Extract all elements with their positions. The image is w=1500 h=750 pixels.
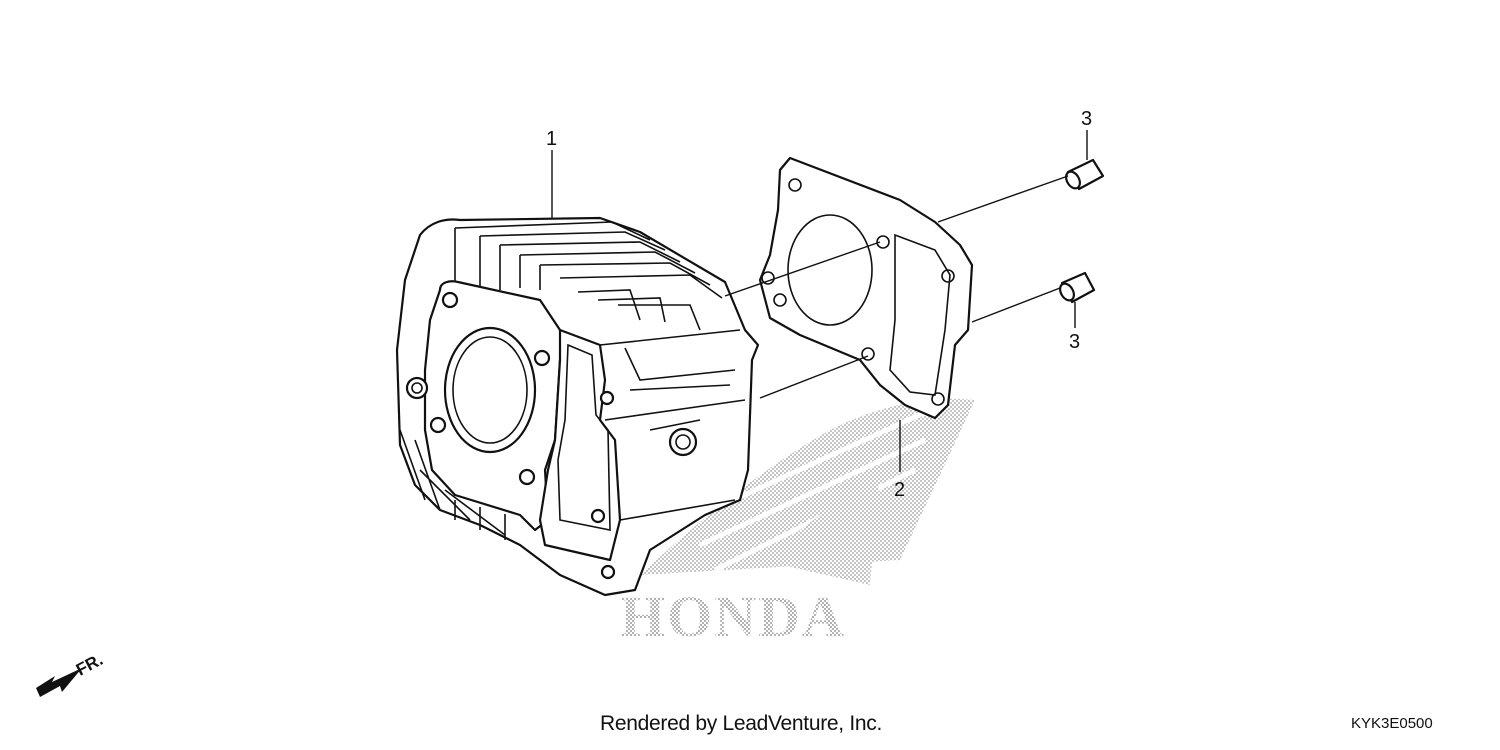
- front-direction-arrow-icon: FR.: [36, 650, 106, 697]
- assembly-guide-lines: [724, 175, 1069, 399]
- callout-gasket: 2: [894, 479, 905, 501]
- dowel-pin-bottom-part[interactable]: [1057, 271, 1096, 328]
- dowel-pin-top-part[interactable]: [1063, 130, 1105, 191]
- front-direction-label: FR.: [73, 650, 106, 680]
- diagram-code: KYK3E0500: [1351, 715, 1433, 732]
- cylinder-part[interactable]: [395, 150, 760, 597]
- honda-wing-logo-icon: [640, 398, 975, 585]
- callout-dowel-bottom: 3: [1069, 331, 1080, 353]
- render-credit: Rendered by LeadVenture, Inc.: [600, 712, 883, 735]
- callout-dowel-top: 3: [1081, 108, 1092, 130]
- honda-watermark-text: HONDA: [620, 584, 846, 649]
- callout-cylinder: 1: [546, 128, 557, 150]
- cylinder-gasket-part[interactable]: [758, 156, 974, 472]
